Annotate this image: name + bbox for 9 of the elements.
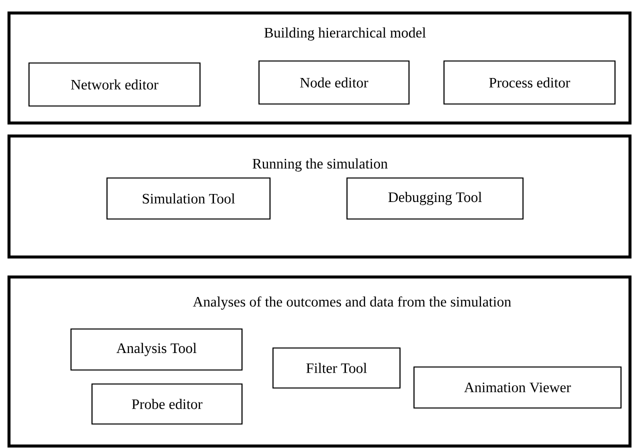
tool-box: Simulation Tool [106,177,271,220]
tool-box: Network editor [28,62,201,107]
tool-box: Process editor [443,60,616,105]
tool-box: Filter Tool [272,347,401,389]
tool-box: Node editor [258,60,410,105]
tool-box: Animation Viewer [413,366,622,409]
tool-box: Debugging Tool [346,177,524,220]
tool-box: Probe editor [91,383,243,425]
tool-box: Analysis Tool [70,328,243,371]
